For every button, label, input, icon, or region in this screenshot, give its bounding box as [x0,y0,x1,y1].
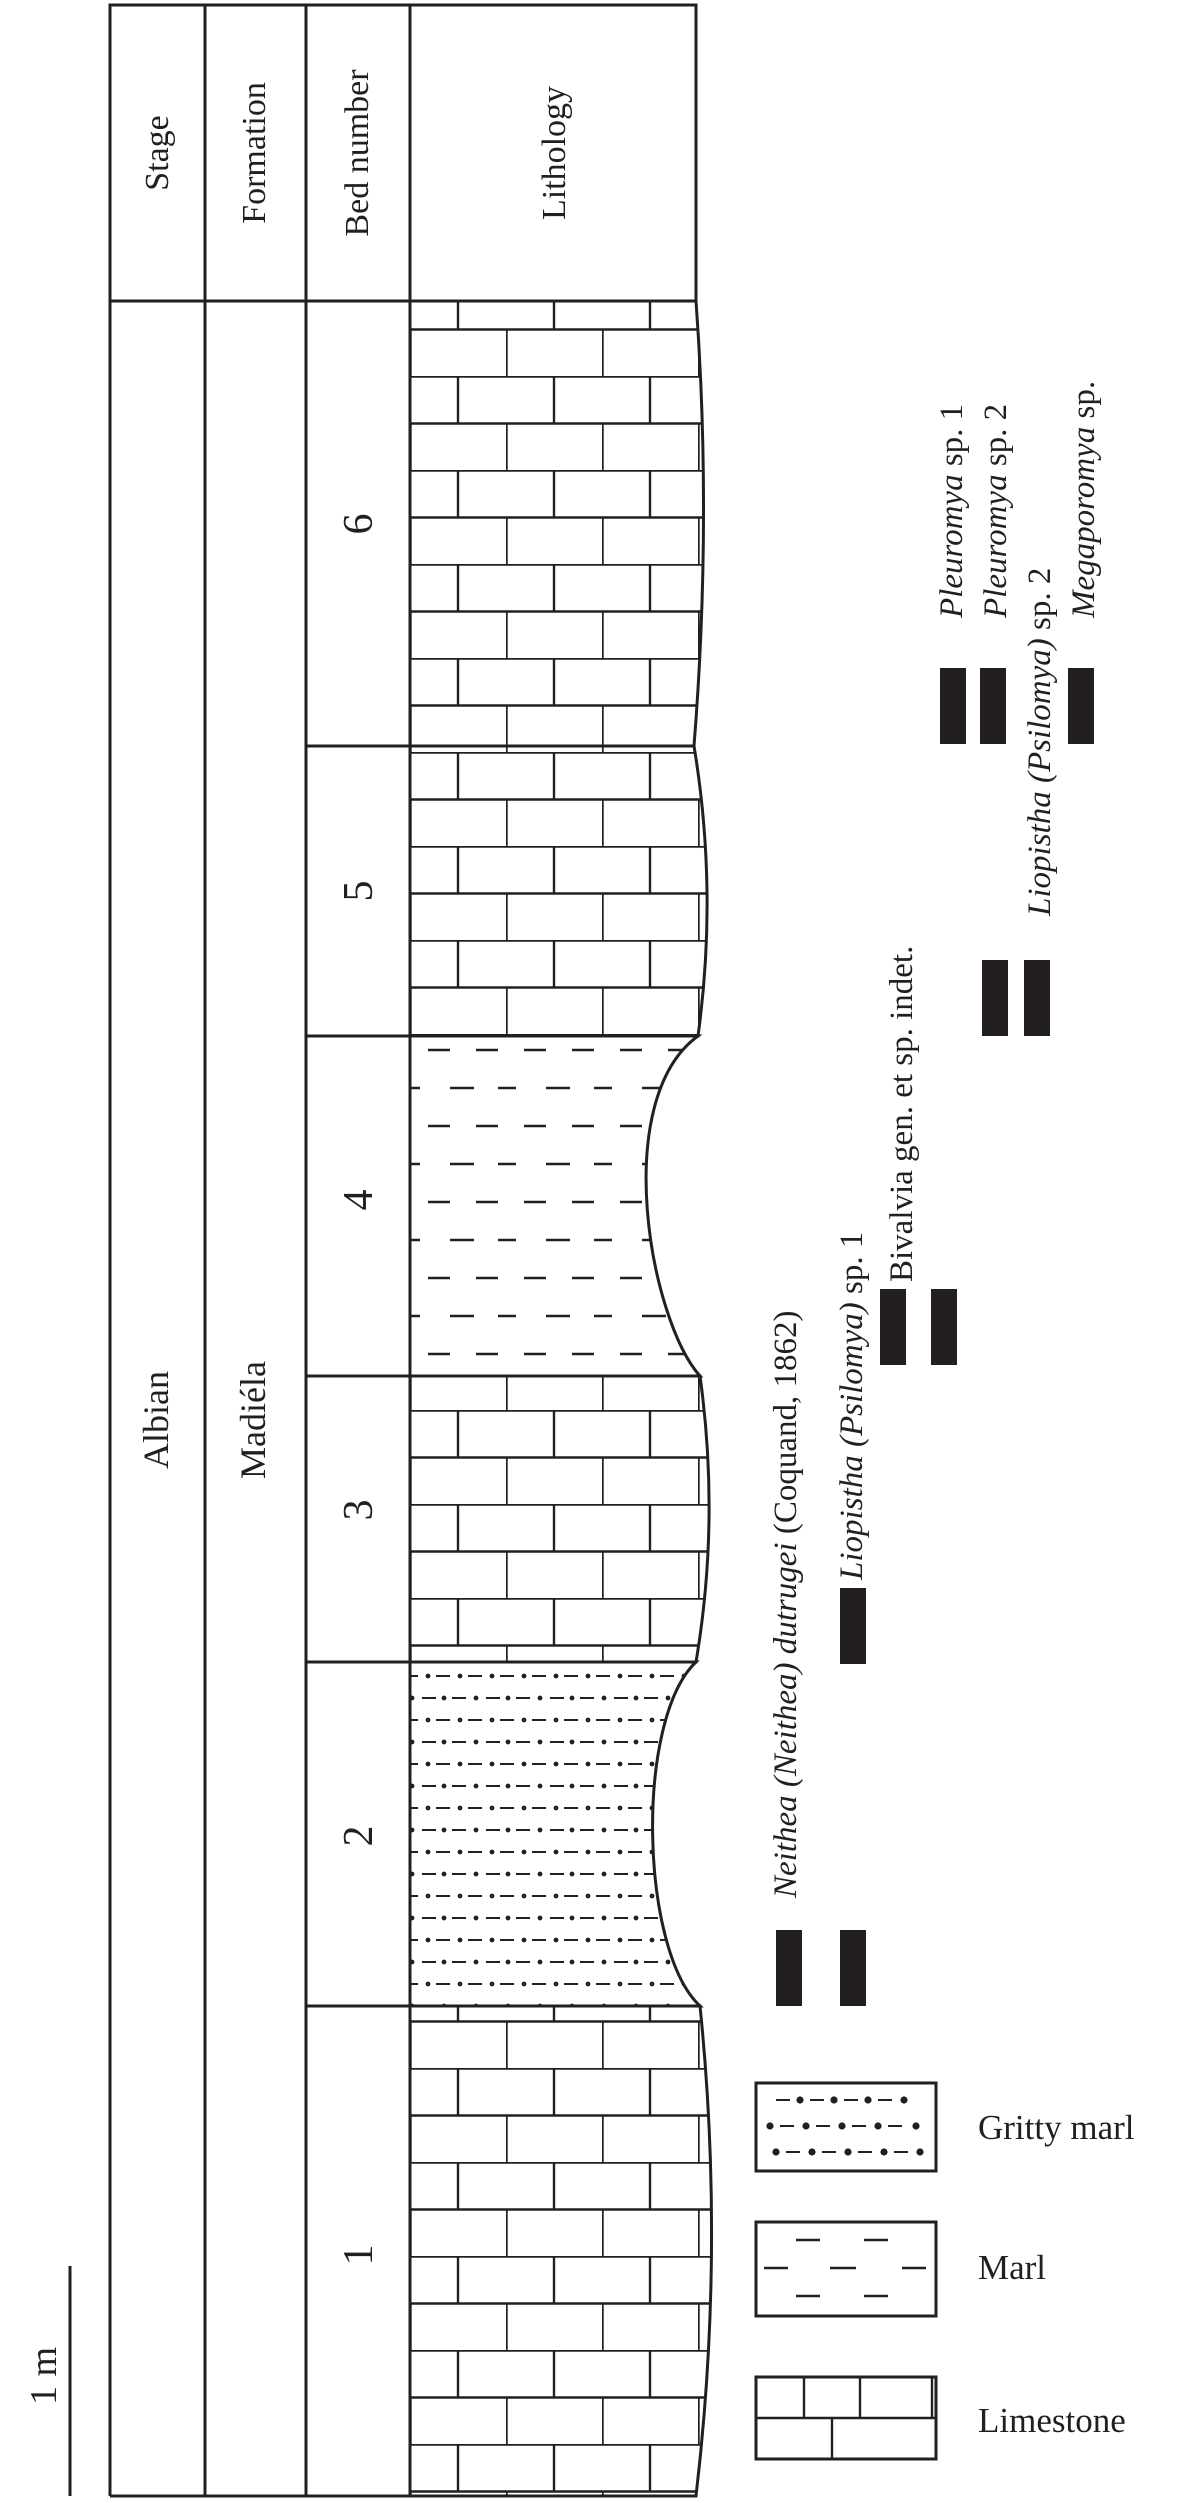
taxon-range-bars [776,668,1094,2006]
legend-swatch-marl [754,2220,938,2318]
taxon-label-pleuromya-sp2: Pleuromya sp. 2 [978,404,1014,619]
bed-3-limestone [408,1374,711,1664]
scale-bar: 1 m [23,2266,72,2496]
header-formation: Formation [236,82,273,224]
header-lithology: Lithology [536,86,573,220]
header-stage: Stage [139,115,176,191]
range-bar-pleuromya-sp1 [940,668,966,744]
range-bar-liopistha-sp2-b [1024,960,1050,1036]
bed-number-6: 6 [336,514,382,535]
range-bar-neithea [776,1930,802,2006]
taxon-label-neithea: Neithea (Neithea) dutrugei (Coquand, 186… [768,1311,804,1899]
taxon-label-liopistha-sp1: Liopistha (Psilomya) sp. 1 [834,1232,870,1581]
bed-number-4: 4 [336,1190,382,1211]
scale-label: 1 m [23,2347,65,2405]
bed-1-limestone [408,2004,714,2498]
range-bar-liopistha-sp1-lower [840,1930,866,2006]
bed-number-1: 1 [336,2245,382,2266]
taxon-label-megaporomya: Megaporomya sp. [1066,381,1102,619]
bed-2-gritty-marl [408,1660,704,2008]
legend-label-marl: Marl [978,2248,1046,2287]
taxon-label-pleuromya-sp1: Pleuromya sp. 1 [934,404,970,619]
bed-4-marl [408,1034,704,1378]
bed-5-limestone [408,744,709,1038]
taxon-label-liopistha-sp2: Liopistha (Psilomya) sp. 2 [1022,568,1058,917]
bed-6-limestone [408,299,706,748]
taxon-label-bivalvia: Bivalvia gen. et sp. indet. [884,946,920,1282]
bed-number-3: 3 [336,1500,382,1521]
legend-label-limestone: Limestone [978,2401,1126,2440]
range-bar-liopistha-sp1-mid [840,1588,866,1664]
lithology-column [408,299,714,2498]
legend: Gritty marl Marl Limestone [754,2081,1135,2461]
range-bar-liopistha-sp2-a [982,960,1008,1036]
header-bed-number: Bed number [339,69,376,237]
formation-name: Madiéla [233,1361,273,1479]
range-bar-bivalvia-indet [931,1289,957,1365]
range-bar-pleuromya-sp2 [980,668,1006,744]
bed-number-2: 2 [336,1826,382,1847]
range-bar-megaporomya [1068,668,1094,744]
legend-label-gritty-marl: Gritty marl [978,2108,1135,2147]
legend-swatch-limestone [754,2375,938,2461]
stage-name: Albian [136,1371,176,1469]
legend-swatch-gritty-marl [754,2081,938,2173]
range-bar-liopistha-sp1-upper [880,1289,906,1365]
bed-number-5: 5 [336,881,382,902]
